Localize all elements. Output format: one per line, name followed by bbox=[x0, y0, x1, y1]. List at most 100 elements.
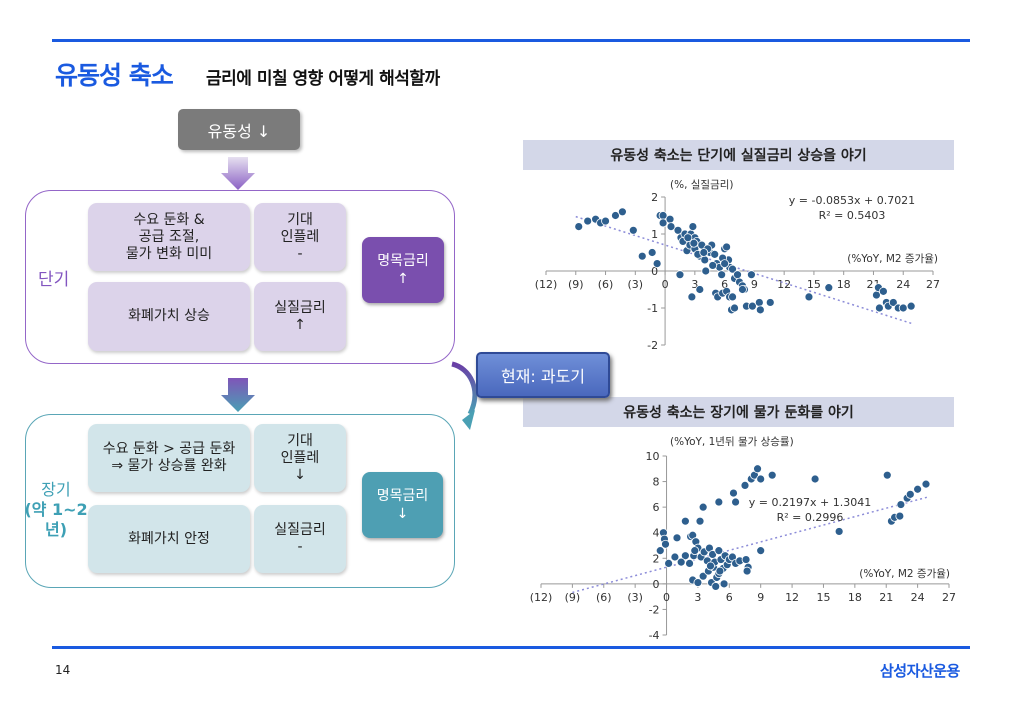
x-tick-label: 12 bbox=[777, 278, 791, 291]
data-point bbox=[729, 488, 738, 498]
trend-line bbox=[575, 215, 914, 325]
long-real-rate-box: 실질금리 - bbox=[254, 505, 346, 573]
data-point bbox=[741, 555, 751, 564]
x-tick-label: 27 bbox=[926, 278, 940, 291]
text-line: ⇒ 물가 상승률 완화 bbox=[111, 458, 227, 474]
text-line: 수요 둔화 & bbox=[133, 211, 205, 228]
y-tick-label: 2 bbox=[653, 552, 660, 565]
data-point bbox=[711, 582, 721, 591]
short-nominal-rate-box: 명목금리 ↑ bbox=[362, 237, 444, 303]
arrow-down-icon bbox=[221, 378, 255, 412]
liquidity-down-box: 유동성 ↓ bbox=[178, 109, 300, 150]
data-point bbox=[722, 242, 731, 252]
y-tick-label: 10 bbox=[646, 450, 660, 463]
data-point bbox=[878, 286, 888, 296]
x-axis-label: (%YoY, M2 증가율) bbox=[859, 568, 950, 580]
data-point bbox=[756, 474, 766, 484]
x-tick-label: 15 bbox=[816, 591, 830, 604]
data-point bbox=[675, 270, 685, 280]
data-point bbox=[747, 270, 756, 280]
data-point bbox=[701, 266, 711, 276]
y-tick-label: -2 bbox=[647, 339, 658, 352]
text-line: 실질금리 bbox=[274, 522, 326, 538]
data-point bbox=[699, 248, 709, 257]
data-point bbox=[693, 578, 703, 587]
data-point bbox=[661, 539, 670, 549]
data-point bbox=[728, 264, 737, 274]
trend-equation: y = -0.0853x + 0.7021 bbox=[789, 194, 915, 207]
data-point bbox=[666, 222, 676, 232]
current-transition-button[interactable]: 현재: 과도기 bbox=[476, 352, 610, 398]
curved-arrowhead-icon bbox=[462, 410, 475, 430]
data-point bbox=[687, 292, 697, 302]
data-point bbox=[695, 285, 705, 294]
x-tick-label: (6) bbox=[596, 591, 612, 604]
data-point bbox=[676, 557, 686, 567]
x-tick-label: 18 bbox=[837, 278, 851, 291]
chart2-title: 유동성 축소는 장기에 물가 둔화를 야기 bbox=[523, 397, 954, 427]
text-line: - bbox=[297, 539, 303, 555]
chart1-title: 유동성 축소는 단기에 실질금리 상승을 야기 bbox=[523, 140, 954, 170]
data-point bbox=[913, 484, 923, 494]
data-point bbox=[742, 566, 752, 576]
long-term-label: 장기 (약 1~2년) bbox=[16, 480, 96, 540]
data-point bbox=[882, 470, 892, 480]
data-point bbox=[583, 216, 593, 226]
x-tick-label: 3 bbox=[694, 591, 701, 604]
data-point bbox=[714, 546, 724, 556]
data-point bbox=[611, 211, 620, 220]
data-point bbox=[719, 579, 729, 589]
y-axis-label: (%YoY, 1년뒤 물가 상승률) bbox=[670, 436, 794, 448]
trend-r-squared: R² = 0.2996 bbox=[777, 511, 844, 524]
y-tick-label: 0 bbox=[651, 265, 658, 278]
page-title: 유동성 축소 bbox=[55, 61, 174, 90]
data-point bbox=[753, 464, 762, 474]
trend-r-squared: R² = 0.5403 bbox=[819, 209, 886, 222]
data-point bbox=[715, 566, 725, 576]
x-axis-label: (%YoY, M2 증가율) bbox=[847, 253, 938, 265]
data-point bbox=[601, 216, 610, 226]
data-point bbox=[698, 571, 708, 581]
curved-arrow-icon bbox=[451, 361, 478, 416]
text-line: 인플레 bbox=[280, 228, 320, 245]
data-point bbox=[824, 283, 834, 293]
short-currency-box: 화폐가치 상승 bbox=[88, 282, 250, 351]
text-line: ↑ bbox=[397, 271, 409, 287]
data-point bbox=[756, 546, 766, 556]
x-tick-label: (12) bbox=[535, 278, 558, 291]
data-point bbox=[728, 292, 737, 302]
text-line: 장기 bbox=[41, 480, 71, 499]
data-point bbox=[683, 233, 693, 243]
data-point bbox=[748, 301, 757, 311]
data-point bbox=[690, 546, 700, 556]
x-tick-label: 15 bbox=[807, 278, 821, 291]
data-point bbox=[673, 225, 683, 235]
short-expected-inflation-box: 기대 인플레 - bbox=[254, 203, 346, 271]
long-demand-box: 수요 둔화 > 공급 둔화 ⇒ 물가 상승률 완화 bbox=[88, 424, 250, 492]
trend-line bbox=[572, 496, 929, 594]
text-line: 기대 bbox=[287, 211, 313, 228]
text-line: 명목금리 bbox=[376, 488, 429, 504]
data-point bbox=[733, 270, 742, 280]
data-point bbox=[700, 255, 710, 265]
x-tick-label: 3 bbox=[691, 278, 698, 291]
data-point bbox=[698, 502, 708, 512]
data-point bbox=[875, 303, 884, 313]
x-tick-label: 9 bbox=[757, 591, 764, 604]
y-tick-label: -1 bbox=[647, 302, 658, 315]
text-line: ↓ bbox=[294, 466, 306, 483]
x-tick-label: 0 bbox=[663, 591, 670, 604]
text-line: - bbox=[297, 245, 303, 262]
long-nominal-rate-box: 명목금리 ↓ bbox=[362, 472, 443, 538]
data-point bbox=[685, 559, 694, 568]
data-point bbox=[689, 238, 699, 248]
data-point bbox=[672, 533, 682, 543]
text-line: (약 1~2년) bbox=[24, 500, 88, 539]
data-point bbox=[628, 225, 638, 235]
data-point bbox=[688, 222, 698, 232]
data-point bbox=[921, 479, 931, 489]
short-real-rate-box: 실질금리 ↑ bbox=[254, 282, 346, 351]
data-point bbox=[731, 497, 740, 507]
short-demand-box: 수요 둔화 & 공급 조절, 물가 변화 미미 bbox=[88, 203, 250, 271]
data-point bbox=[618, 207, 627, 217]
